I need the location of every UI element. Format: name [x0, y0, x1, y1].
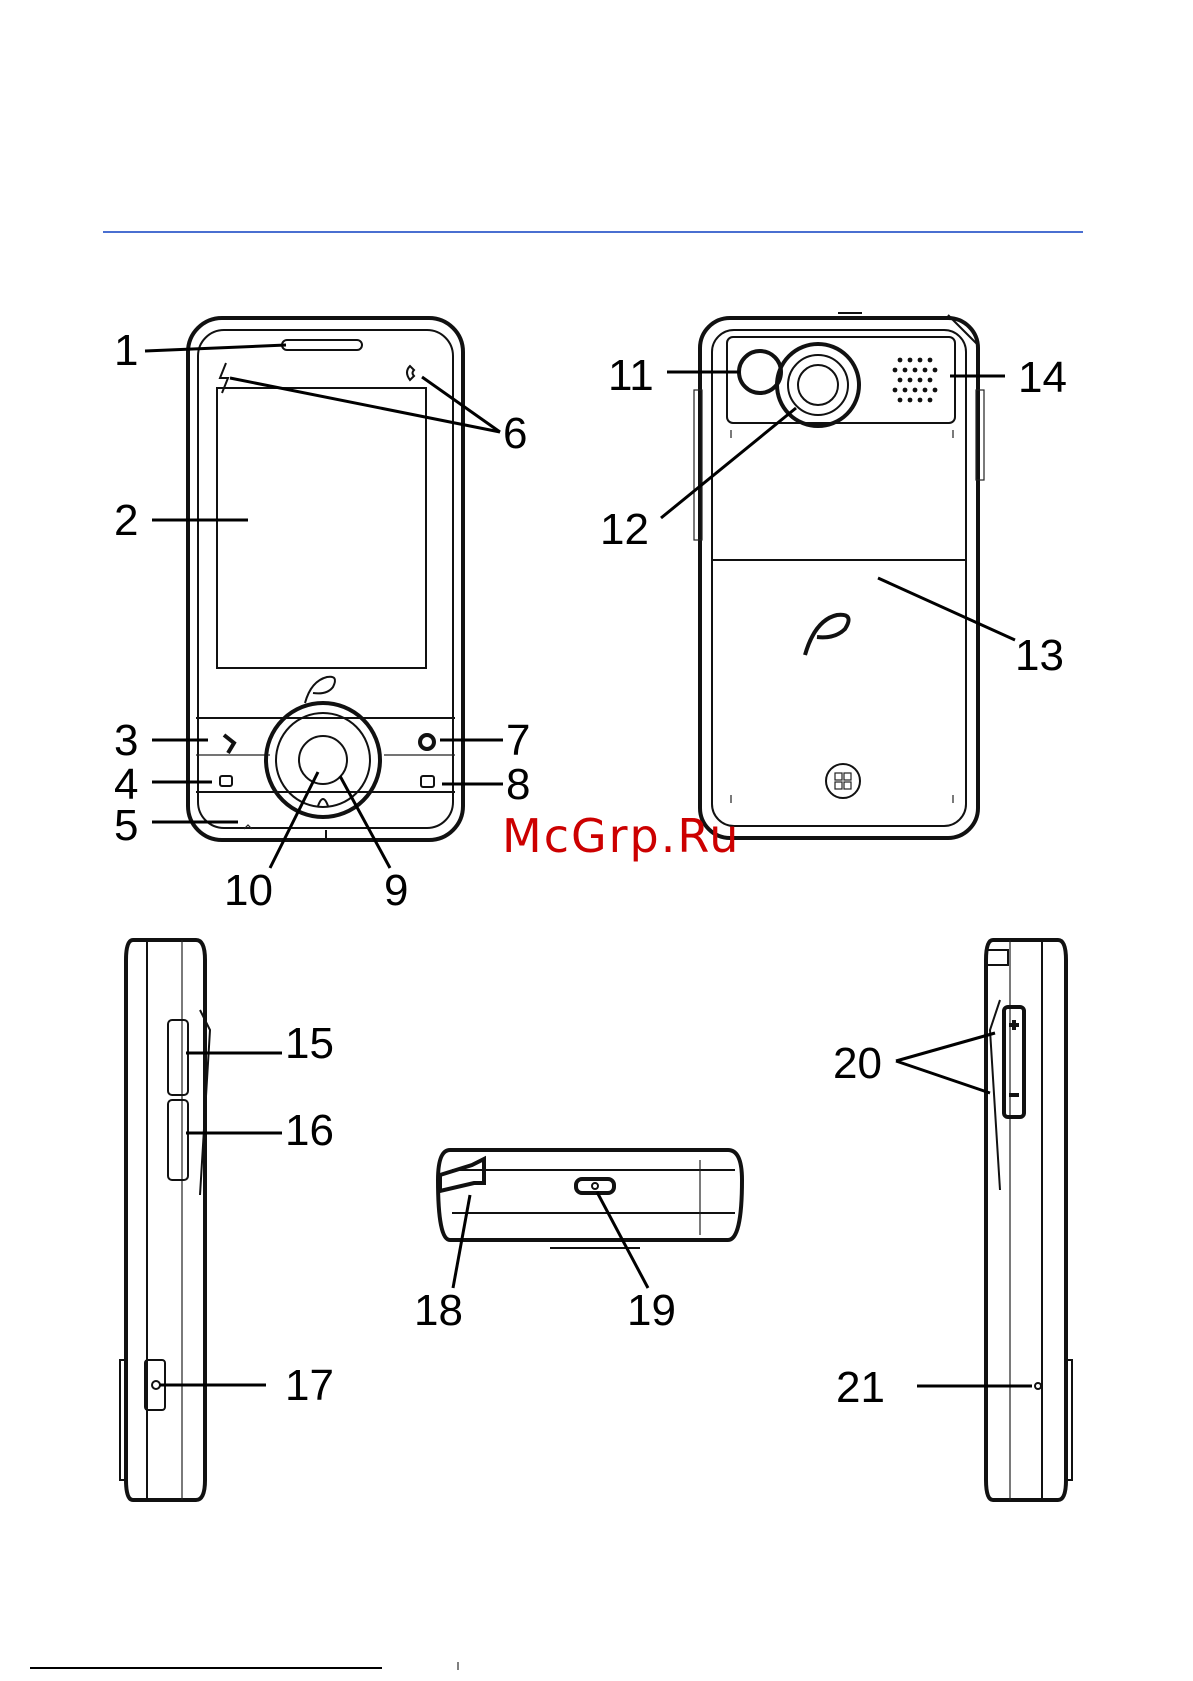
callout-10: 10 [224, 866, 273, 915]
callout-1: 1 [114, 326, 138, 375]
callout-9: 9 [384, 866, 408, 915]
loudspeaker-grille-icon [893, 358, 938, 403]
stylus-icon [440, 1159, 484, 1191]
callout-5: 5 [114, 801, 138, 850]
back-view [694, 313, 984, 838]
bottom-view [438, 1150, 742, 1248]
reset-hole-icon [152, 1381, 160, 1389]
back-callouts: 11 14 12 13 [600, 351, 1067, 680]
screen [217, 388, 426, 668]
windows-key-icon [220, 776, 232, 786]
callout-11: 11 [608, 351, 654, 400]
brand-logo-icon [305, 677, 335, 703]
callout-6: 6 [503, 409, 527, 458]
mirror-icon [739, 351, 781, 393]
callout-21: 21 [836, 1363, 885, 1412]
callout-14: 14 [1018, 353, 1067, 402]
brand-logo-back-icon [805, 615, 849, 655]
callout-12: 12 [600, 505, 649, 554]
callout-13: 13 [1015, 631, 1064, 680]
callout-19: 19 [627, 1286, 676, 1335]
callout-20: 20 [833, 1039, 882, 1088]
earpiece-speaker-icon [282, 340, 362, 350]
callout-7: 7 [506, 716, 530, 765]
left-side-callouts: 15 16 17 [160, 1019, 334, 1410]
camera-key [168, 1020, 188, 1095]
strap-hole-icon [1035, 1383, 1041, 1389]
watermark: McGrp.Ru [502, 809, 740, 863]
right-side-view [986, 940, 1072, 1500]
callout-17: 17 [285, 1361, 334, 1410]
callout-2: 2 [114, 496, 138, 545]
comm-key [168, 1100, 188, 1180]
callout-8: 8 [506, 760, 530, 809]
mic-icon [318, 799, 328, 806]
left-side-view [120, 940, 210, 1500]
windows-logo-icon [826, 764, 860, 798]
phone-led-icon [407, 366, 414, 380]
call-key-icon [224, 735, 234, 753]
front-callouts: 1 2 6 3 4 5 7 8 10 9 [114, 326, 530, 915]
ok-key-icon [421, 776, 434, 787]
callout-16: 16 [285, 1106, 334, 1155]
usb-port-icon [576, 1179, 614, 1193]
ie-key-icon [420, 735, 434, 749]
callout-15: 15 [285, 1019, 334, 1068]
callout-18: 18 [414, 1286, 463, 1335]
callout-3: 3 [114, 716, 138, 765]
